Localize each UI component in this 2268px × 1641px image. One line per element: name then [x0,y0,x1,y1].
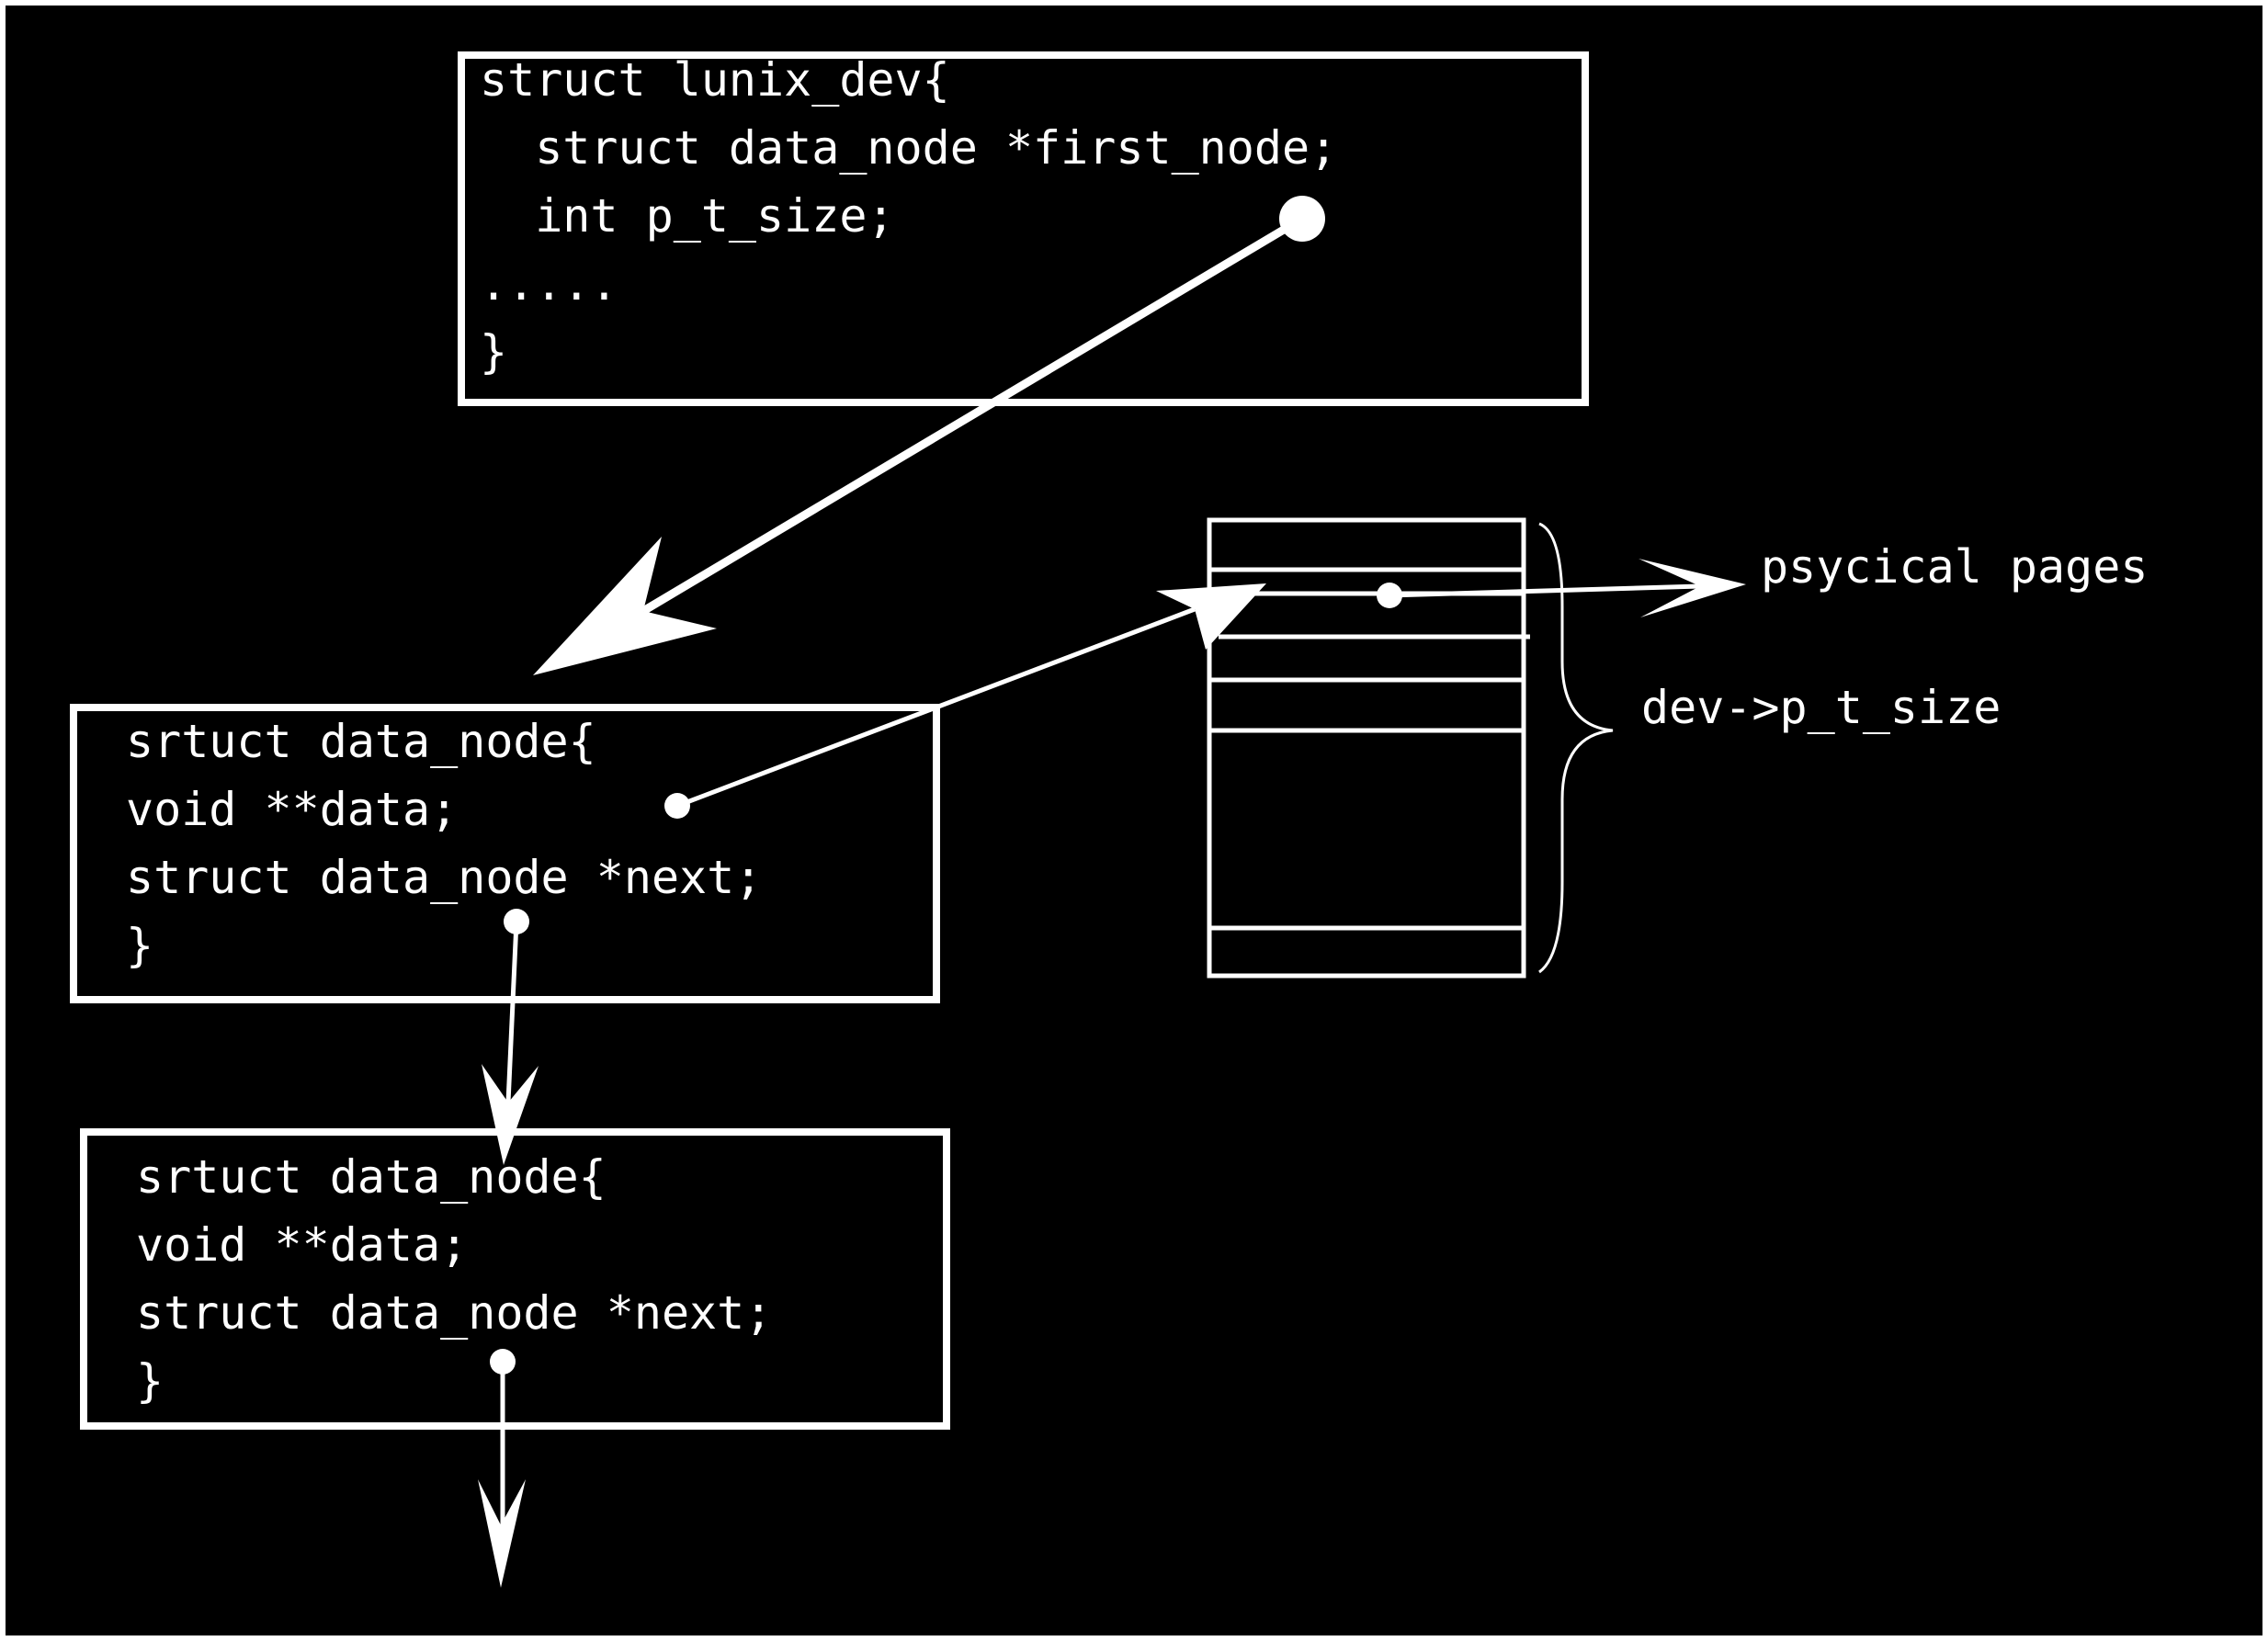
size-brace [1538,522,1614,974]
data-node-2-line-3: struct data_node *next; [136,1286,772,1340]
data-node-2-line-4: } [136,1354,164,1408]
next-pointer-2-arrowhead [478,1479,526,1588]
data-pointer [664,583,1266,819]
lunix-dev-line-3: int p_t_size; [480,189,895,243]
lunix-dev-line-2: struct data_node *first_node; [480,121,1337,175]
lunix-dev-line-1: struct lunix_dev{ [480,53,950,107]
data-pointer-arrowhead [1156,583,1266,650]
page-table [1207,517,1530,979]
next-pointer-1 [482,909,539,1165]
data-node-1-line-1: srtuct data_node{ [126,715,596,768]
lunix-dev-frame [458,51,1589,406]
size-label: dev->p_t_size [1641,681,2001,734]
first-node-arrowhead [533,537,717,675]
next-pointer-1-line [505,921,519,1103]
lunix-dev-line-5: } [480,325,507,379]
data-node-1-line-3: struct data_node *next; [126,851,762,904]
next-pointer-2 [478,1349,526,1588]
data-node-2-line-1: srtuct data_node{ [136,1150,607,1204]
lunix-dev-box: struct lunix_dev{ struct data_node *firs… [458,51,1589,406]
data-node-1-frame [70,704,940,1003]
physical-pages-label: psycical pages [1761,540,2148,594]
page-table-frame [1207,517,1526,979]
first-node-pointer [533,196,1325,675]
first-node-pointer-line [641,215,1305,615]
diagram-background [6,6,2262,1635]
data-node-2-line-2: void **data; [136,1218,468,1272]
data-pointer-line [676,606,1196,809]
page-entry-pointer [1377,559,1746,617]
page-entry-pointer-line [1389,583,1701,598]
next-pointer-1-arrowhead [482,1064,539,1165]
data-node-1-line-4: } [126,919,153,972]
data-node-1-line-2: void **data; [126,783,458,836]
page-entry-arrowhead [1639,559,1746,617]
data-node-box-1: srtuct data_node{ void **data; struct da… [70,704,940,1003]
lunix-dev-line-4: ..... [480,257,618,311]
